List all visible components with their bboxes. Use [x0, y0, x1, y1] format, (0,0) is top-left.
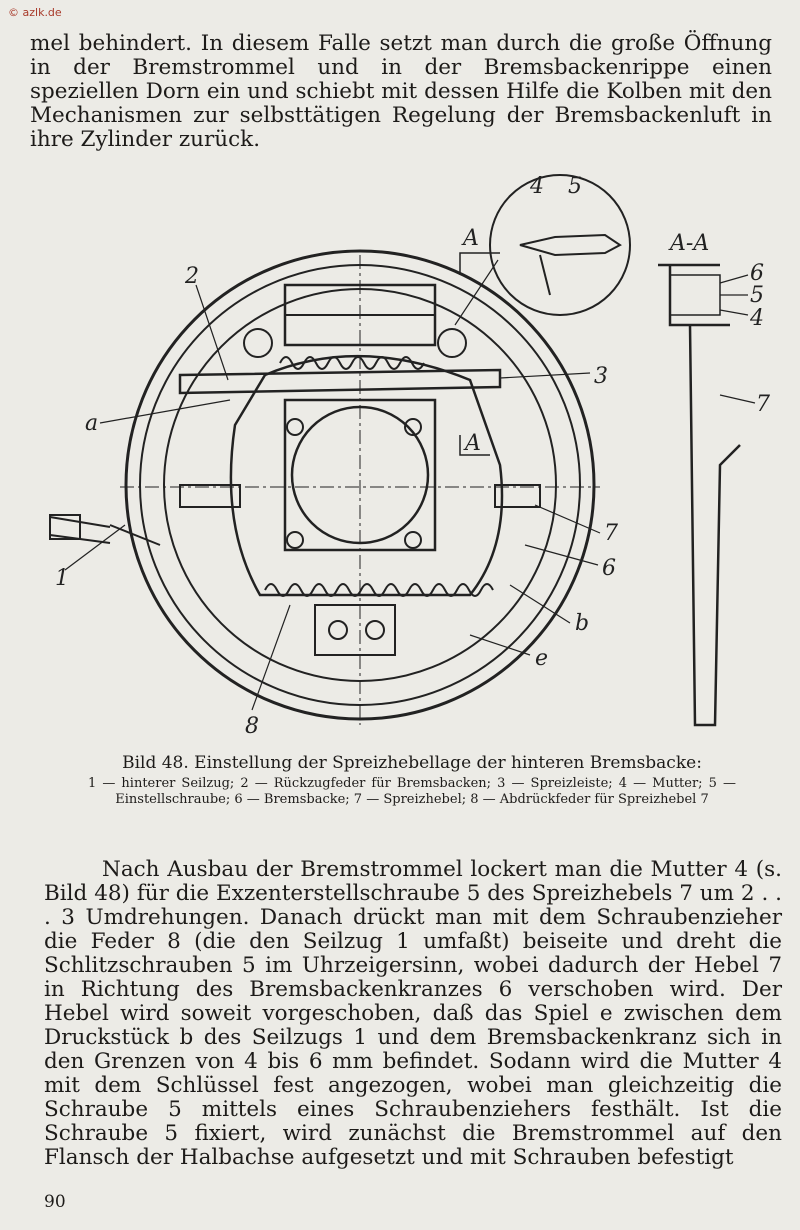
detail-inset-circle [489, 174, 631, 316]
spreader-bar [178, 368, 502, 395]
side-label-7: 7 [756, 392, 770, 417]
side-label-5: 5 [750, 283, 764, 308]
label-a: a [85, 411, 98, 436]
inset-label-5: 5 [568, 174, 582, 199]
return-spring-top [279, 356, 425, 370]
label-section-aa: A-A [668, 231, 709, 256]
label-section-a-lower: A [463, 431, 481, 456]
caption-legend: 1 — hinterer Seilzug; 2 — Rückzugfeder f… [88, 776, 736, 807]
anchor-block [314, 604, 396, 656]
caption-title: Bild 48. Einstellung der Spreizhebellage… [122, 753, 702, 773]
section-view [658, 263, 741, 727]
inset-label-4: 4 [529, 174, 544, 199]
label-6: 6 [602, 556, 616, 581]
label-e: e [535, 646, 548, 671]
figure-caption: Bild 48. Einstellung der Spreizhebellage… [88, 752, 736, 808]
label-8: 8 [245, 714, 259, 739]
label-1: 1 [55, 566, 69, 591]
side-label-6: 6 [750, 261, 764, 286]
brake-diagram: 2 a 3 7 6 b e 8 1 A A A-A 4 5 6 5 4 7 [49, 174, 770, 739]
paragraph-top: mel behindert. In diesem Falle setzt man… [30, 31, 772, 152]
page-number: 90 [44, 1192, 66, 1212]
watermark: © azlk.de [8, 6, 62, 19]
label-b: b [575, 611, 589, 636]
label-2: 2 [184, 264, 199, 289]
label-3: 3 [594, 364, 608, 389]
label-section-a: A [461, 226, 479, 251]
backing-plate [229, 354, 504, 597]
label-7: 7 [604, 521, 618, 546]
brake-diagram-figure: 2 a 3 7 6 b e 8 1 A A A-A 4 5 6 5 4 7 [30, 165, 790, 755]
side-label-4: 4 [749, 306, 764, 331]
paragraph-main: Nach Ausbau der Bremstrommel lockert man… [44, 857, 782, 1170]
bottom-spring [264, 583, 494, 597]
